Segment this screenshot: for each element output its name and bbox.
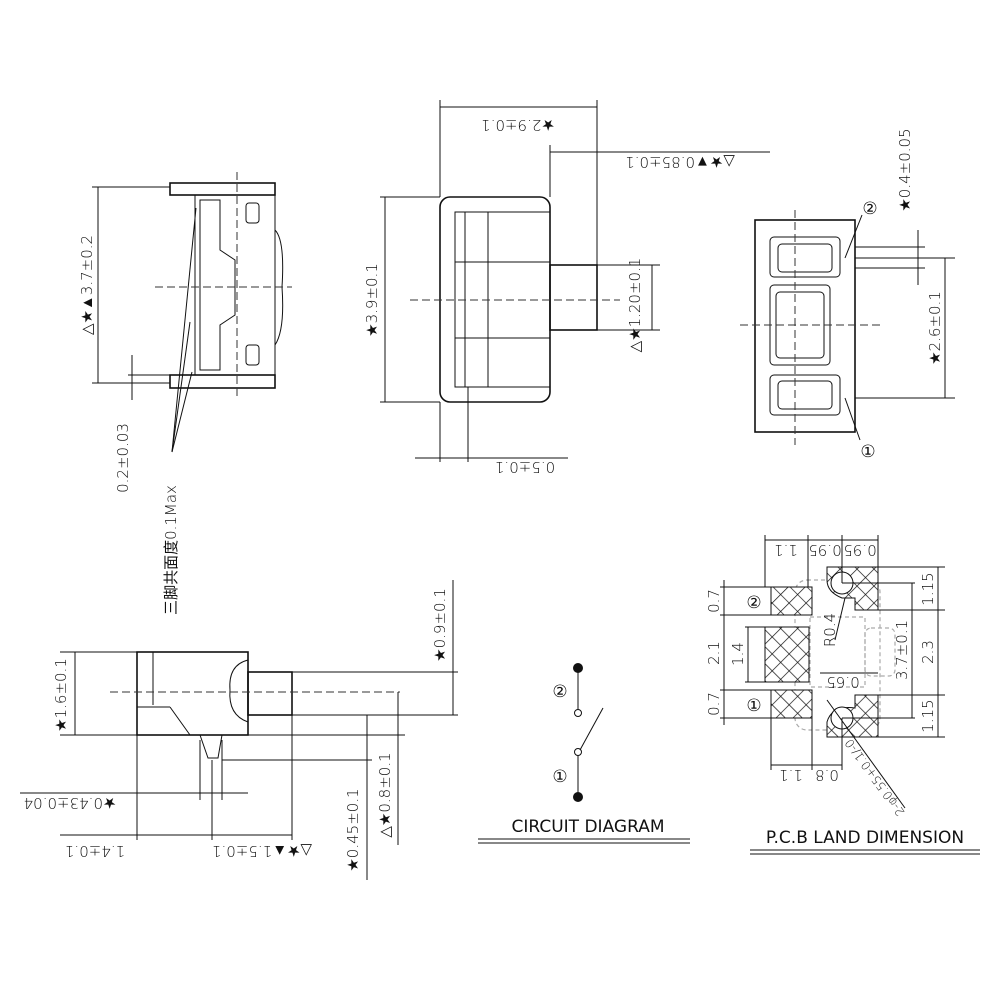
pitch-dim: 3.7±0.1 (893, 620, 911, 680)
switch-blade (579, 707, 604, 751)
plunger (549, 264, 598, 331)
pcb-land-dimension: 1.1 0.95 0.95 0.7 2.1 1.4 0.7 ② ① 1.15 2… (705, 535, 980, 855)
left-dim: 1.4 (729, 642, 747, 666)
bottom-dim: 1.1 (779, 766, 803, 784)
travel-dim-label: △★▲1.5±0.1 (212, 842, 312, 860)
left-dim: 2.1 (705, 641, 723, 665)
terminal-dot (573, 792, 583, 802)
leg-dim-label: ★0.45±0.1 (344, 788, 362, 871)
contact-point (574, 748, 582, 756)
pad-center (764, 626, 810, 683)
pcb-title: P.C.B LAND DIMENSION (766, 828, 964, 848)
pin1-label: ① (552, 767, 567, 787)
body-dim-label: 1.4±0.1 (65, 842, 125, 860)
bottom-rail (169, 374, 276, 389)
pin2-label: ② (552, 682, 567, 702)
radius-dim: R0.4 (821, 613, 839, 647)
width-dim-label: ★2.9±0.1 (481, 116, 555, 134)
plunger-dim-label: ★0.9±0.1 (431, 588, 449, 662)
front-view: ★2.9±0.1 △★▼0.85±0.1 ★3.9±0.1 △★1.20±0.1… (363, 100, 770, 476)
circuit-title: CIRCUIT DIAGRAM (512, 817, 665, 837)
pin2-label: ② (746, 593, 761, 613)
left-dim: 0.7 (705, 692, 723, 716)
pin2-label: ② (862, 199, 877, 219)
leg-width-dim-label: ★0.43±0.04 (24, 794, 117, 812)
side-view: △★▲3.7±0.2 0.2±0.03 三脚共面度0.1Max (78, 172, 292, 615)
left-dim: 0.7 (705, 589, 723, 613)
top-dim: 0.95 (843, 541, 876, 559)
offset-dim-label: 0.5±0.1 (495, 458, 555, 476)
pin1-label: ① (860, 442, 875, 462)
right-dim: 1.15 (919, 572, 937, 605)
pad-1 (770, 689, 813, 719)
center-dim-label: △★0.8±0.1 (376, 752, 394, 837)
plunger-dim-label: △★▼0.85±0.1 (625, 153, 735, 171)
top-dim: 0.95 (808, 541, 841, 559)
bottom-side-view: ★1.6±0.1 ★0.9±0.1 △★0.8±0.1 ★0.45±0.1 ★0… (20, 580, 458, 880)
circuit-diagram: ② ① CIRCUIT DIAGRAM (478, 663, 690, 844)
height-dim-label: △★▲3.7±0.2 (78, 235, 96, 335)
height-dim-label: ★1.6±0.1 (52, 658, 70, 732)
plunger (247, 671, 293, 716)
terminal-dot (573, 663, 583, 673)
pin1-label: ① (746, 696, 761, 716)
coplanarity-dim-label: 0.2±0.03 (114, 423, 132, 493)
pitch-dim-label: ★2.6±0.1 (926, 291, 944, 365)
pin-dim-label: ★0.4±0.05 (896, 128, 914, 211)
contact-window (245, 202, 260, 224)
bottom-dim: 0.8 (815, 766, 839, 784)
body-outline (754, 219, 856, 433)
body-outline (194, 194, 276, 376)
top-rail (169, 182, 276, 196)
coplanarity-note: 三脚共面度0.1Max (162, 485, 180, 615)
contact-point (574, 709, 582, 717)
gap-dim: 0.65 (826, 673, 859, 691)
right-dim: 1.15 (919, 699, 937, 732)
hole-dim: 2-φ0.55+0.1/-0 (842, 736, 907, 818)
height-dim-label: ★3.9±0.1 (363, 263, 381, 337)
plunger-height-dim-label: △★1.20±0.1 (626, 258, 644, 353)
right-dim: 2.3 (919, 640, 937, 664)
body-outline (136, 651, 249, 736)
contact-window (245, 344, 260, 366)
end-view: ★0.4±0.05 ★2.6±0.1 ② ① (740, 128, 955, 462)
pad-2 (770, 586, 813, 616)
top-dim: 1.1 (774, 541, 798, 559)
